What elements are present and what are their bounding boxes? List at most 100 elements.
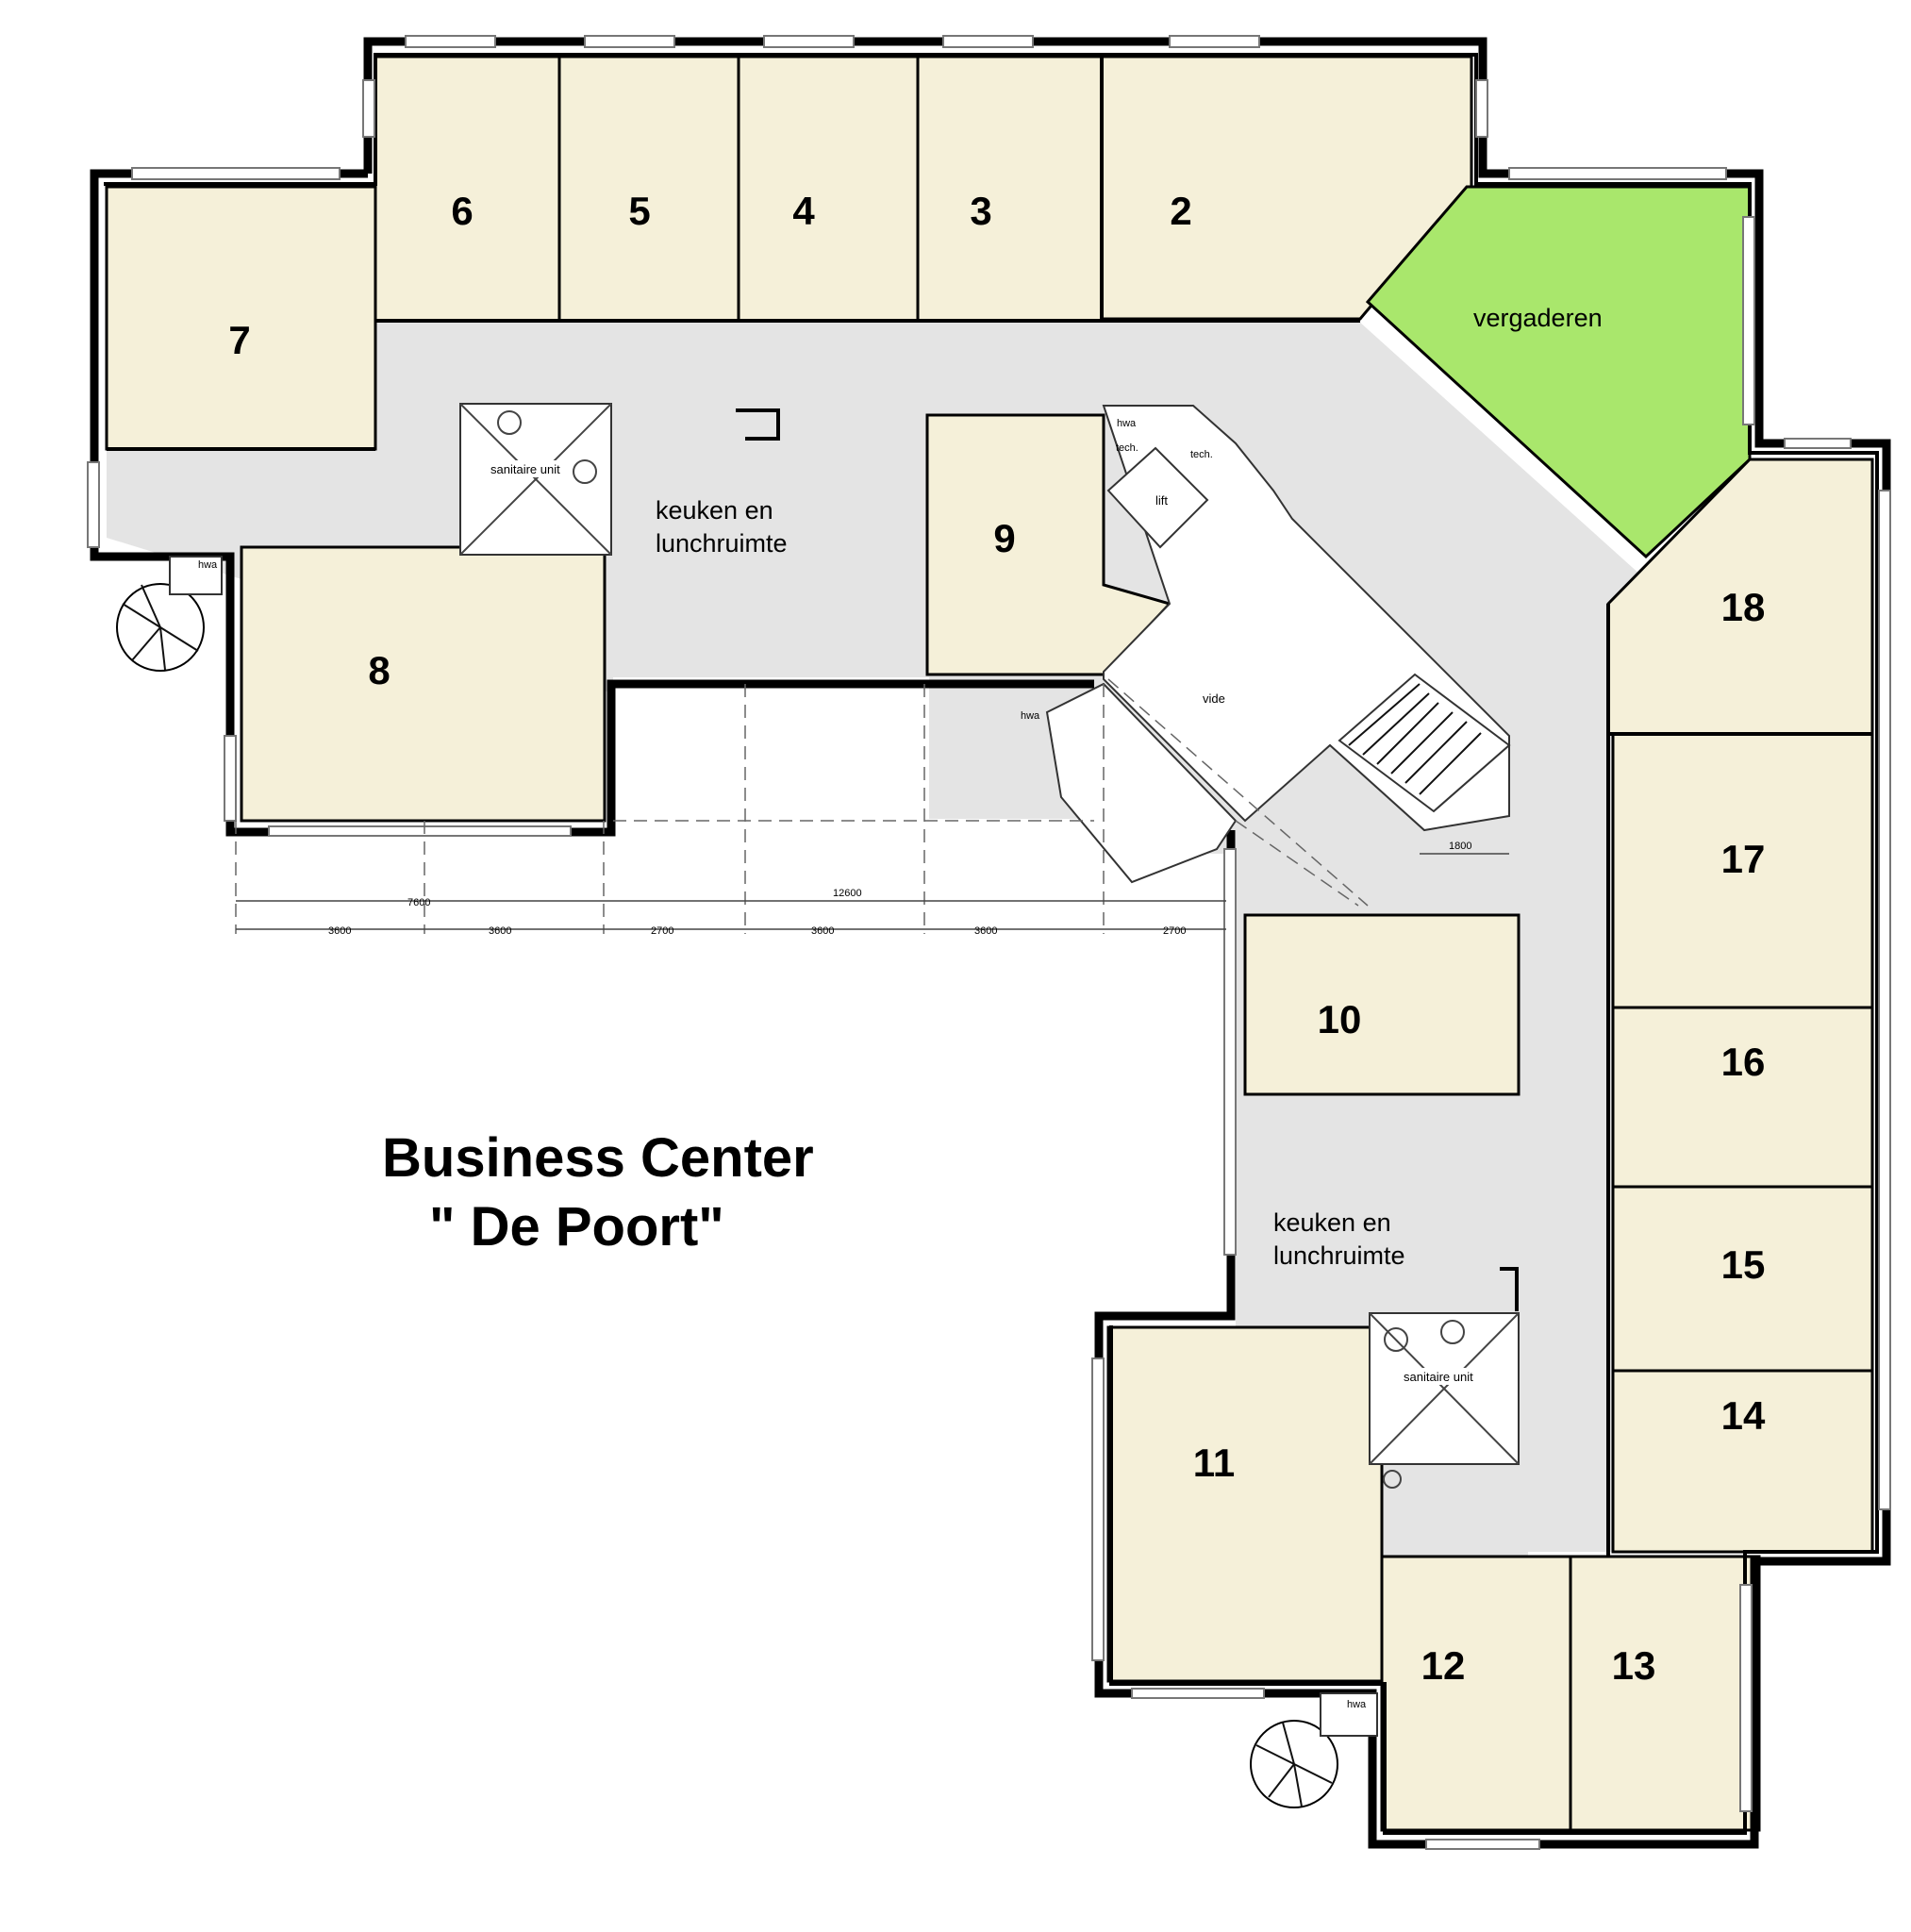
room-numbers: 6 5 4 3 2 7 8 9 10 11 12 13 14 15 16 17 …: [228, 189, 1766, 1688]
office-14: [1611, 1369, 1874, 1554]
meeting-room: [1365, 185, 1752, 559]
window: [1425, 1839, 1540, 1850]
room-number-4: 4: [792, 189, 815, 233]
dim-4: 3600: [811, 925, 834, 937]
office-10: [1243, 913, 1520, 1096]
room-number-11: 11: [1193, 1441, 1235, 1485]
window: [362, 79, 375, 138]
dim-1: 3600: [328, 925, 351, 937]
central-core: lift tech. tech. hwa vide hwa: [1021, 405, 1511, 907]
office-13: [1569, 1555, 1761, 1832]
window: [1091, 1357, 1105, 1661]
kitchen-label-top-1: keuken en: [656, 496, 773, 525]
room-number-16: 16: [1721, 1040, 1766, 1084]
title-line-1: Business Center: [382, 1127, 814, 1189]
hwa-stair-label: hwa: [1021, 710, 1040, 722]
sanitary-diagonal: [459, 403, 612, 556]
vide-label: vide: [1203, 691, 1225, 706]
office-15: [1611, 1185, 1874, 1373]
room-number-8: 8: [368, 648, 390, 692]
stair-east: [1338, 673, 1511, 813]
room-number-12: 12: [1421, 1643, 1466, 1688]
room-number-2: 2: [1170, 189, 1191, 233]
room-number-15: 15: [1721, 1242, 1766, 1287]
dim-total-mid: 12600: [833, 888, 862, 899]
dim-6: 2700: [1163, 925, 1186, 937]
kitchen-label-top-2: lunchruimte: [656, 529, 788, 558]
partitions: [107, 55, 1872, 1557]
room-number-13: 13: [1612, 1643, 1656, 1688]
hwa-label-south: hwa: [1347, 1699, 1367, 1710]
title-line-2: " De Poort": [429, 1196, 724, 1257]
partition-line: [1500, 1267, 1519, 1311]
partition-line: [736, 408, 780, 441]
hwa-core-label: hwa: [1117, 418, 1137, 429]
window: [405, 35, 496, 48]
hwa-label-west: hwa: [198, 559, 218, 571]
window: [1131, 1688, 1265, 1699]
spiral-stair-west: hwa: [116, 556, 223, 672]
sanitary-diagonal: [1369, 1312, 1520, 1465]
tech-label-b: tech.: [1190, 449, 1213, 460]
room-number-7: 7: [228, 318, 250, 362]
dim-total-top: 7600: [407, 897, 430, 908]
sink-icon: [1384, 1327, 1408, 1352]
lift-label: lift: [1155, 493, 1168, 508]
lift-shaft: [1106, 446, 1209, 549]
dashed-line: [1235, 820, 1359, 907]
office-5: [557, 55, 740, 323]
room-number-5: 5: [628, 189, 650, 233]
east-offices: [1606, 458, 1874, 1554]
dimensions: 7600 12600 3600 3600 2700 3600 3600 2700…: [236, 841, 1509, 937]
office-3: [916, 55, 1104, 323]
sanitary-label-bg: [1394, 1368, 1485, 1385]
dim-3: 2700: [651, 925, 673, 937]
spiral-stair-south: hwa: [1250, 1692, 1378, 1808]
room-number-17: 17: [1721, 837, 1766, 881]
hwa-box-south: [1320, 1692, 1378, 1737]
kitchen-label-bottom-1: keuken en: [1273, 1208, 1391, 1237]
wall-west: [90, 169, 1094, 837]
room-number-6: 6: [451, 189, 473, 233]
toilet-icon: [1440, 1320, 1465, 1344]
window: [268, 825, 572, 837]
window: [1742, 216, 1755, 425]
window: [1508, 167, 1727, 180]
tech-label-a: tech.: [1116, 442, 1138, 454]
stair-treads-east: [1348, 683, 1482, 795]
hwa-box-west: [169, 556, 223, 595]
sanitary-label: sanitaire unit: [490, 462, 560, 476]
dim-2: 3600: [489, 925, 511, 937]
dim-corridor: 1800: [1449, 841, 1471, 852]
office-4: [737, 55, 920, 323]
windows: [87, 35, 1891, 1850]
toilet-icon: [573, 459, 597, 484]
window: [1878, 490, 1891, 1510]
window: [1475, 79, 1488, 138]
room-number-10: 10: [1318, 997, 1362, 1041]
sanitary-label: sanitaire unit: [1404, 1370, 1473, 1384]
meeting-room-label: vergaderen: [1473, 304, 1603, 332]
window: [1739, 1584, 1753, 1812]
kitchen-label-bottom-2: lunchruimte: [1273, 1241, 1405, 1270]
valve-icon: [1383, 1470, 1402, 1489]
dim-5: 3600: [974, 925, 997, 937]
window: [1169, 35, 1260, 48]
sanitary-unit-bottom: sanitaire unit: [1369, 1312, 1520, 1489]
window: [131, 167, 341, 180]
sanitary-label-bg: [477, 460, 566, 477]
window: [1223, 848, 1237, 1256]
window: [584, 35, 675, 48]
office-16: [1611, 1006, 1874, 1189]
office-8: [240, 545, 607, 823]
window: [1784, 438, 1852, 449]
room-number-14: 14: [1721, 1393, 1766, 1438]
office-11: [1106, 1325, 1384, 1683]
window: [224, 735, 237, 822]
sink-icon: [497, 410, 522, 435]
north-offices: [374, 55, 1473, 323]
room-number-3: 3: [970, 189, 991, 233]
window: [942, 35, 1034, 48]
wall-inner-line: [104, 53, 1879, 1835]
window: [87, 461, 100, 548]
